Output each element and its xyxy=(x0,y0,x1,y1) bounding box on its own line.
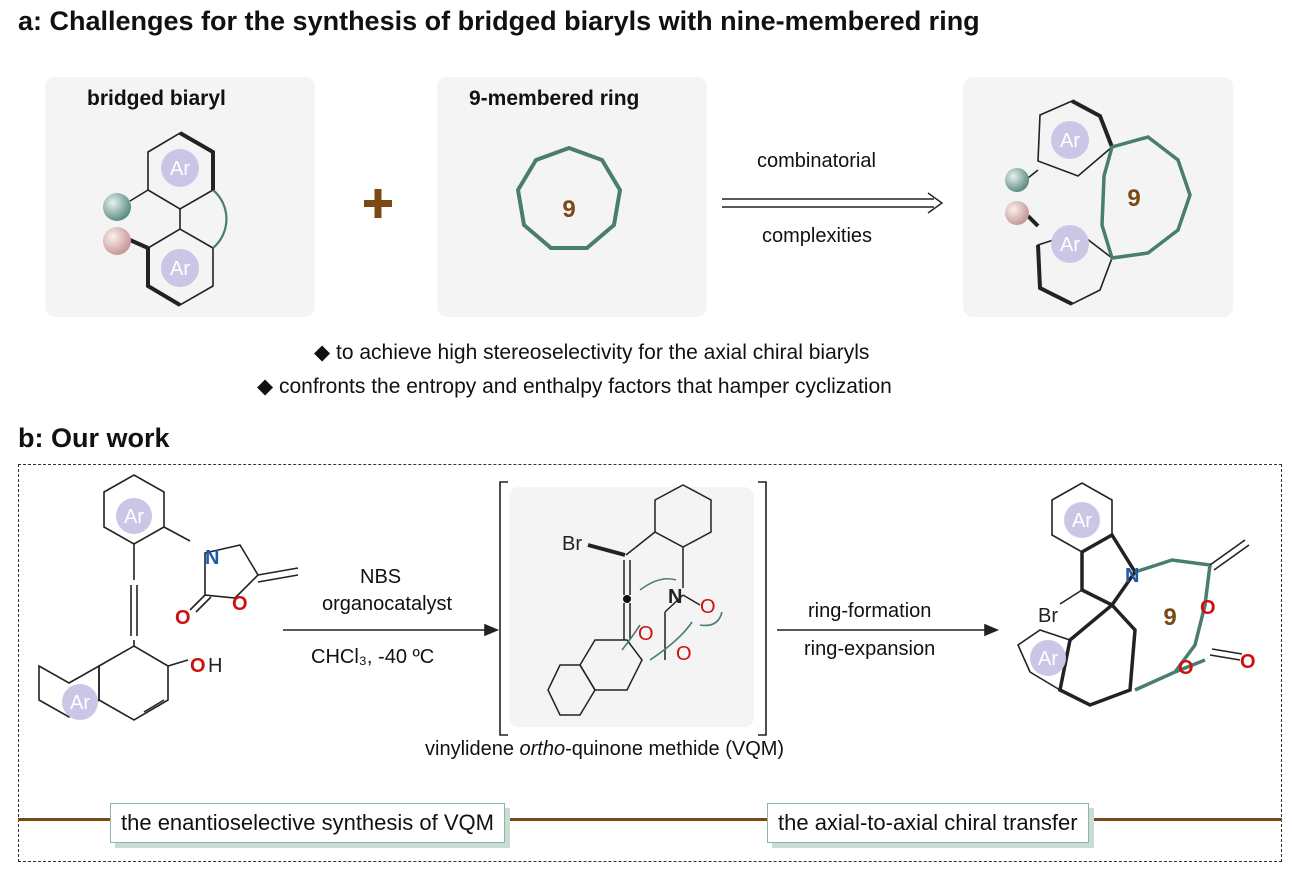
timeline-line xyxy=(18,818,1282,821)
section-a-drawings: Ar Ar 9 Ar Ar 9 xyxy=(103,99,1192,307)
hydrogen-atom: H xyxy=(208,655,222,677)
nine-ring-label: 9-membered ring xyxy=(469,87,640,110)
lavender-ar-icon xyxy=(161,149,199,187)
section-b-title: b: Our work xyxy=(18,423,170,453)
nitrogen-atom: N xyxy=(1125,565,1139,587)
ar-text: Ar xyxy=(170,258,190,280)
section-b-drawings: Ar Ar N O O O H Br N O O O xyxy=(38,474,1256,736)
nonagon-ring xyxy=(515,145,623,250)
vqm-intermediate xyxy=(547,484,712,716)
curved-arrows xyxy=(621,577,723,661)
ar-text: Ar xyxy=(124,506,144,528)
lavender-ar-icon xyxy=(161,249,199,287)
bullet-1: ◆ to achieve high stereoselectivity for … xyxy=(314,341,870,364)
lavender-ar-icon xyxy=(62,684,98,720)
bromine-atom: Br xyxy=(1038,605,1058,627)
lavender-ar-icon xyxy=(1051,225,1089,263)
ar-text: Ar xyxy=(1060,234,1080,256)
ring-number: 9 xyxy=(562,196,575,223)
reaction-arrow-2 xyxy=(777,623,1000,637)
retro-arrow-icon xyxy=(722,192,944,214)
lavender-ar-icon xyxy=(1030,640,1066,676)
reagent-catalyst: organocatalyst xyxy=(322,593,453,615)
ar-text: Ar xyxy=(170,158,190,180)
pink-sphere-icon xyxy=(103,227,131,255)
product-molecule xyxy=(1016,482,1250,707)
our-work-box xyxy=(18,464,1282,862)
bridged-biaryl-structure xyxy=(129,131,228,307)
arrow-label-bottom: complexities xyxy=(762,225,873,247)
tag-enantioselective-vqm: the enantioselective synthesis of VQM xyxy=(110,803,505,843)
oxygen-atom: O xyxy=(232,593,248,615)
oxygen-atom: O xyxy=(1178,657,1194,679)
nitrogen-atom: N xyxy=(668,586,682,608)
caption-italic: ortho xyxy=(519,738,566,760)
reagent-nbs: NBS xyxy=(360,566,402,588)
lavender-ar-icon xyxy=(1051,121,1089,159)
ar-text: Ar xyxy=(1038,648,1058,670)
pink-sphere-icon xyxy=(1005,201,1029,225)
product-ring-number: 9 xyxy=(1163,604,1176,631)
bridged-biaryl-label: bridged biaryl xyxy=(87,87,226,110)
caption-suffix: -quinone methide (VQM) xyxy=(565,738,785,760)
reaction-conditions: CHCl₃, -40 ºC xyxy=(311,646,435,668)
caption-prefix: vinylidene xyxy=(425,738,520,760)
oxygen-atom: O xyxy=(1240,651,1256,673)
carbene-dot xyxy=(623,595,631,603)
lavender-ar-icon xyxy=(116,498,152,534)
ar-text: Ar xyxy=(1060,130,1080,152)
product-structure xyxy=(1026,99,1192,306)
bromine-atom: Br xyxy=(562,533,582,555)
teal-sphere-icon xyxy=(1005,168,1029,192)
ar-text: Ar xyxy=(1072,510,1092,532)
step-ring-expansion: ring-expansion xyxy=(804,638,936,660)
section-a-title: a: Challenges for the synthesis of bridg… xyxy=(18,6,980,36)
plus-icon xyxy=(364,189,392,218)
oxygen-atom: O xyxy=(1200,597,1216,619)
teal-sphere-icon xyxy=(103,193,131,221)
intermediate-caption: vinylidene ortho-quinone methide (VQM) xyxy=(425,738,784,761)
nine-ring-panel xyxy=(437,77,707,317)
ar-text: Ar xyxy=(70,692,90,714)
intermediate-brackets xyxy=(499,481,767,736)
step-ring-formation: ring-formation xyxy=(808,600,932,622)
product-ring-number: 9 xyxy=(1127,185,1140,212)
starting-material xyxy=(38,474,299,721)
lavender-ar-icon xyxy=(1064,502,1100,538)
arrow-label-top: combinatorial xyxy=(757,150,876,172)
tag-chiral-transfer: the axial-to-axial chiral transfer xyxy=(767,803,1089,843)
oxygen-atom: O xyxy=(190,655,206,677)
bullet-2: ◆ confronts the entropy and enthalpy fac… xyxy=(257,375,892,398)
reaction-arrow-1 xyxy=(283,623,500,637)
oxygen-atom: O xyxy=(676,643,692,665)
nitrogen-atom: N xyxy=(205,547,219,569)
oxygen-atom: O xyxy=(700,596,716,618)
oxygen-atom: O xyxy=(638,623,654,645)
oxygen-atom: O xyxy=(175,607,191,629)
